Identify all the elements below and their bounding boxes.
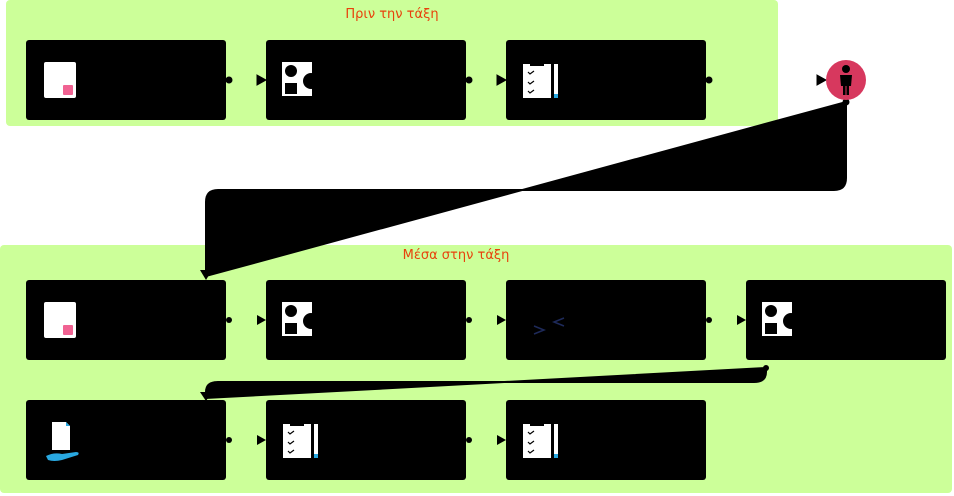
student-icon[interactable] <box>826 60 866 100</box>
section-title-inside: Μέσα στην τάξη <box>402 248 510 263</box>
code-brackets-icon <box>530 298 570 342</box>
document-icon <box>40 58 80 102</box>
connector-loop-row3 <box>205 366 767 400</box>
node-before-2[interactable] <box>266 40 466 120</box>
node-inside-6[interactable] <box>266 400 466 480</box>
document-icon <box>40 298 80 342</box>
node-before-3[interactable] <box>506 40 706 120</box>
shapes-icon <box>280 58 320 102</box>
hand-document-icon <box>44 418 84 462</box>
section-title-before: Πριν την τάξη <box>345 7 439 22</box>
node-inside-1[interactable] <box>26 280 226 360</box>
node-before-1[interactable] <box>26 40 226 120</box>
node-inside-4[interactable] <box>746 280 946 360</box>
node-inside-3[interactable] <box>506 280 706 360</box>
checklist-icon <box>280 418 320 462</box>
checklist-icon <box>520 58 560 102</box>
checklist-icon <box>520 418 560 462</box>
shapes-icon <box>280 298 320 342</box>
connector-loop-student <box>205 100 847 278</box>
connector-row2 <box>226 315 769 371</box>
connector-row3 <box>226 435 506 445</box>
node-inside-2[interactable] <box>266 280 466 360</box>
node-inside-5[interactable] <box>26 400 226 480</box>
shapes-icon <box>760 298 800 342</box>
node-inside-7[interactable] <box>506 400 706 480</box>
